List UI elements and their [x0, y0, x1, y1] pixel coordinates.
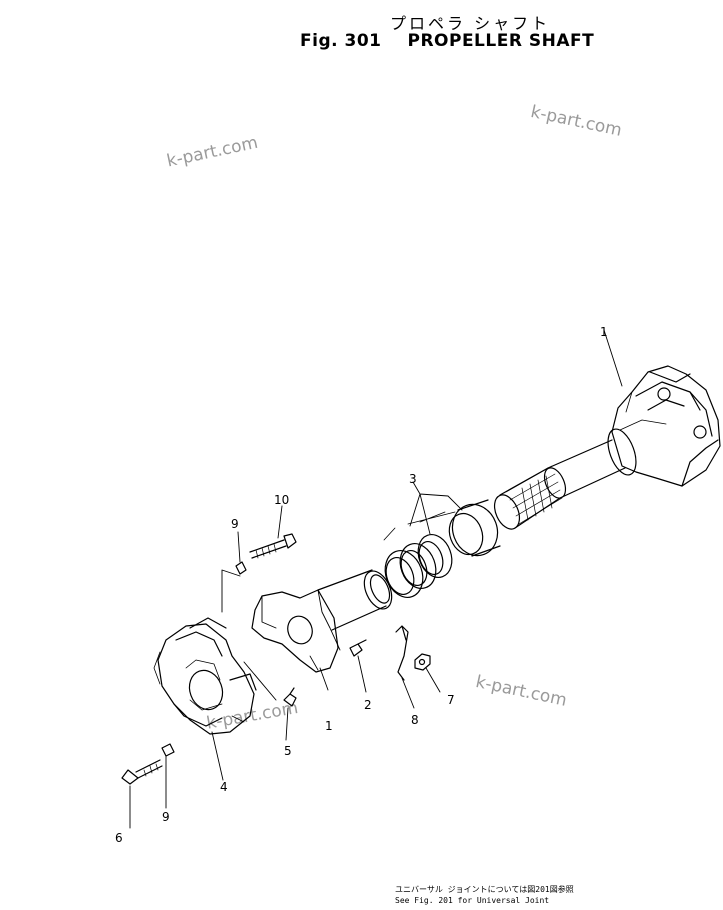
- callout-part-2: 2: [364, 698, 372, 712]
- callout-part-6: 6: [115, 831, 123, 845]
- seal-ring-set: [383, 499, 501, 598]
- lock-plate: [395, 625, 409, 681]
- callout-part-3: 3: [409, 472, 417, 486]
- bolt-10: [249, 533, 297, 559]
- callout-part-5: 5: [284, 744, 292, 758]
- figure-title-japanese: プロペラ シャフト: [390, 14, 551, 33]
- figure-title-english: PROPELLER SHAFT: [407, 31, 595, 51]
- figure-number: Fig. 301: [300, 31, 382, 51]
- universal-joint: [153, 617, 257, 735]
- callout-part-4: 4: [220, 780, 228, 794]
- lock-washer-9-lower: [161, 743, 175, 757]
- bolt-6: [121, 759, 163, 785]
- propeller-shaft-assembly: [493, 365, 721, 530]
- figure-title: Fig. 301 PROPELLER SHAFT: [300, 31, 594, 51]
- grease-nipple-5: [283, 687, 297, 707]
- leader-lines: [129, 329, 623, 829]
- callout-part-9-upper: 9: [231, 517, 239, 531]
- callout-part-8: 8: [411, 713, 419, 727]
- footnote-english: See Fig. 201 for Universal Joint: [395, 896, 550, 905]
- grease-fitting-2: [349, 639, 367, 657]
- callout-part-7: 7: [447, 693, 455, 707]
- footnote-japanese: ユニバーサル ジョイントについては図201図参照: [395, 885, 574, 894]
- nut-7: [414, 653, 431, 671]
- callout-part-10: 10: [274, 493, 289, 507]
- callout-part-1-shaft: 1: [600, 325, 608, 339]
- callout-part-1-yoke: 1: [325, 719, 333, 733]
- callout-part-9-lower: 9: [162, 810, 170, 824]
- lock-washer-9-upper: [235, 561, 247, 575]
- slip-yoke: [251, 569, 393, 673]
